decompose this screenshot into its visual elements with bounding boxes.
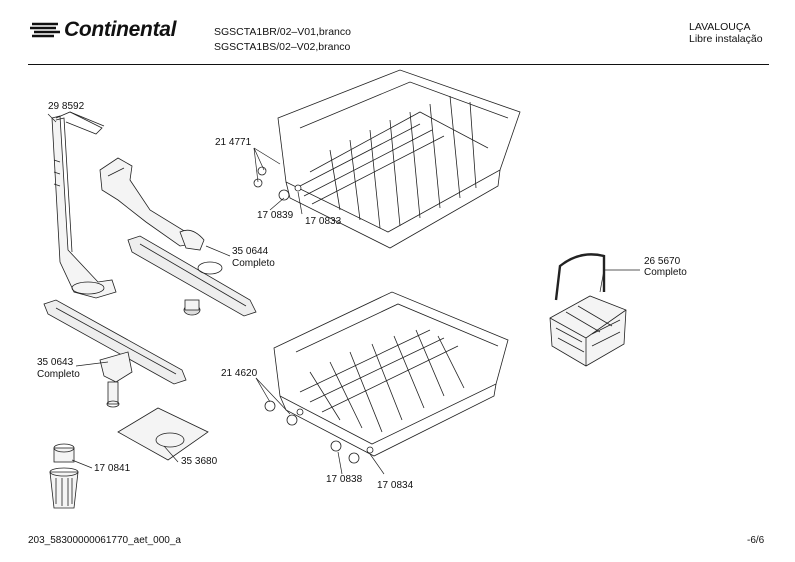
part-label-298592: 29 8592 (48, 101, 85, 112)
part-label-350643-note: Completo (37, 369, 80, 380)
spray-pipe-drawing (51, 111, 117, 299)
part-label-350644-note: Completo (232, 258, 275, 269)
filter-plate-drawing (117, 407, 209, 461)
part-label-170841: 17 0841 (94, 463, 131, 474)
part-label-214771: 21 4771 (215, 137, 252, 148)
part-label-265670: 26 5670 (644, 256, 681, 267)
document-code: 203_58300000061770_aet_000_a (28, 535, 181, 546)
part-label-170838: 17 0838 (326, 474, 363, 485)
part-label-350644: 35 0644 (232, 246, 269, 257)
part-label-170833: 17 0833 (305, 216, 342, 227)
category-title: LAVALOUÇA (689, 21, 751, 33)
part-label-170839: 17 0839 (257, 210, 294, 221)
model-line-2: SGSCTA1BS/02–V02,branco (214, 41, 351, 53)
part-label-265670-note: Completo (644, 267, 687, 278)
upper-spray-arm-drawing (99, 157, 257, 317)
part-label-214620: 21 4620 (221, 368, 258, 379)
cutlery-basket-drawing (549, 253, 627, 367)
leader-lines (47, 113, 640, 475)
lower-spray-arm-drawing (43, 299, 187, 408)
cylinder-filter-drawing (49, 443, 79, 509)
part-label-353680: 35 3680 (181, 456, 218, 467)
category-subtitle: Libre instalação (689, 33, 763, 45)
part-label-350643: 35 0643 (37, 357, 74, 368)
lower-basket-drawing (264, 291, 509, 464)
header-divider (28, 64, 769, 65)
brand-name: Continental (64, 18, 177, 41)
upper-basket-drawing (253, 69, 521, 249)
model-line-1: SGSCTA1BR/02–V01,branco (214, 26, 351, 38)
brand-stripes-icon (30, 22, 60, 38)
part-label-170834: 17 0834 (377, 480, 414, 491)
page-number: -6/6 (747, 535, 765, 546)
